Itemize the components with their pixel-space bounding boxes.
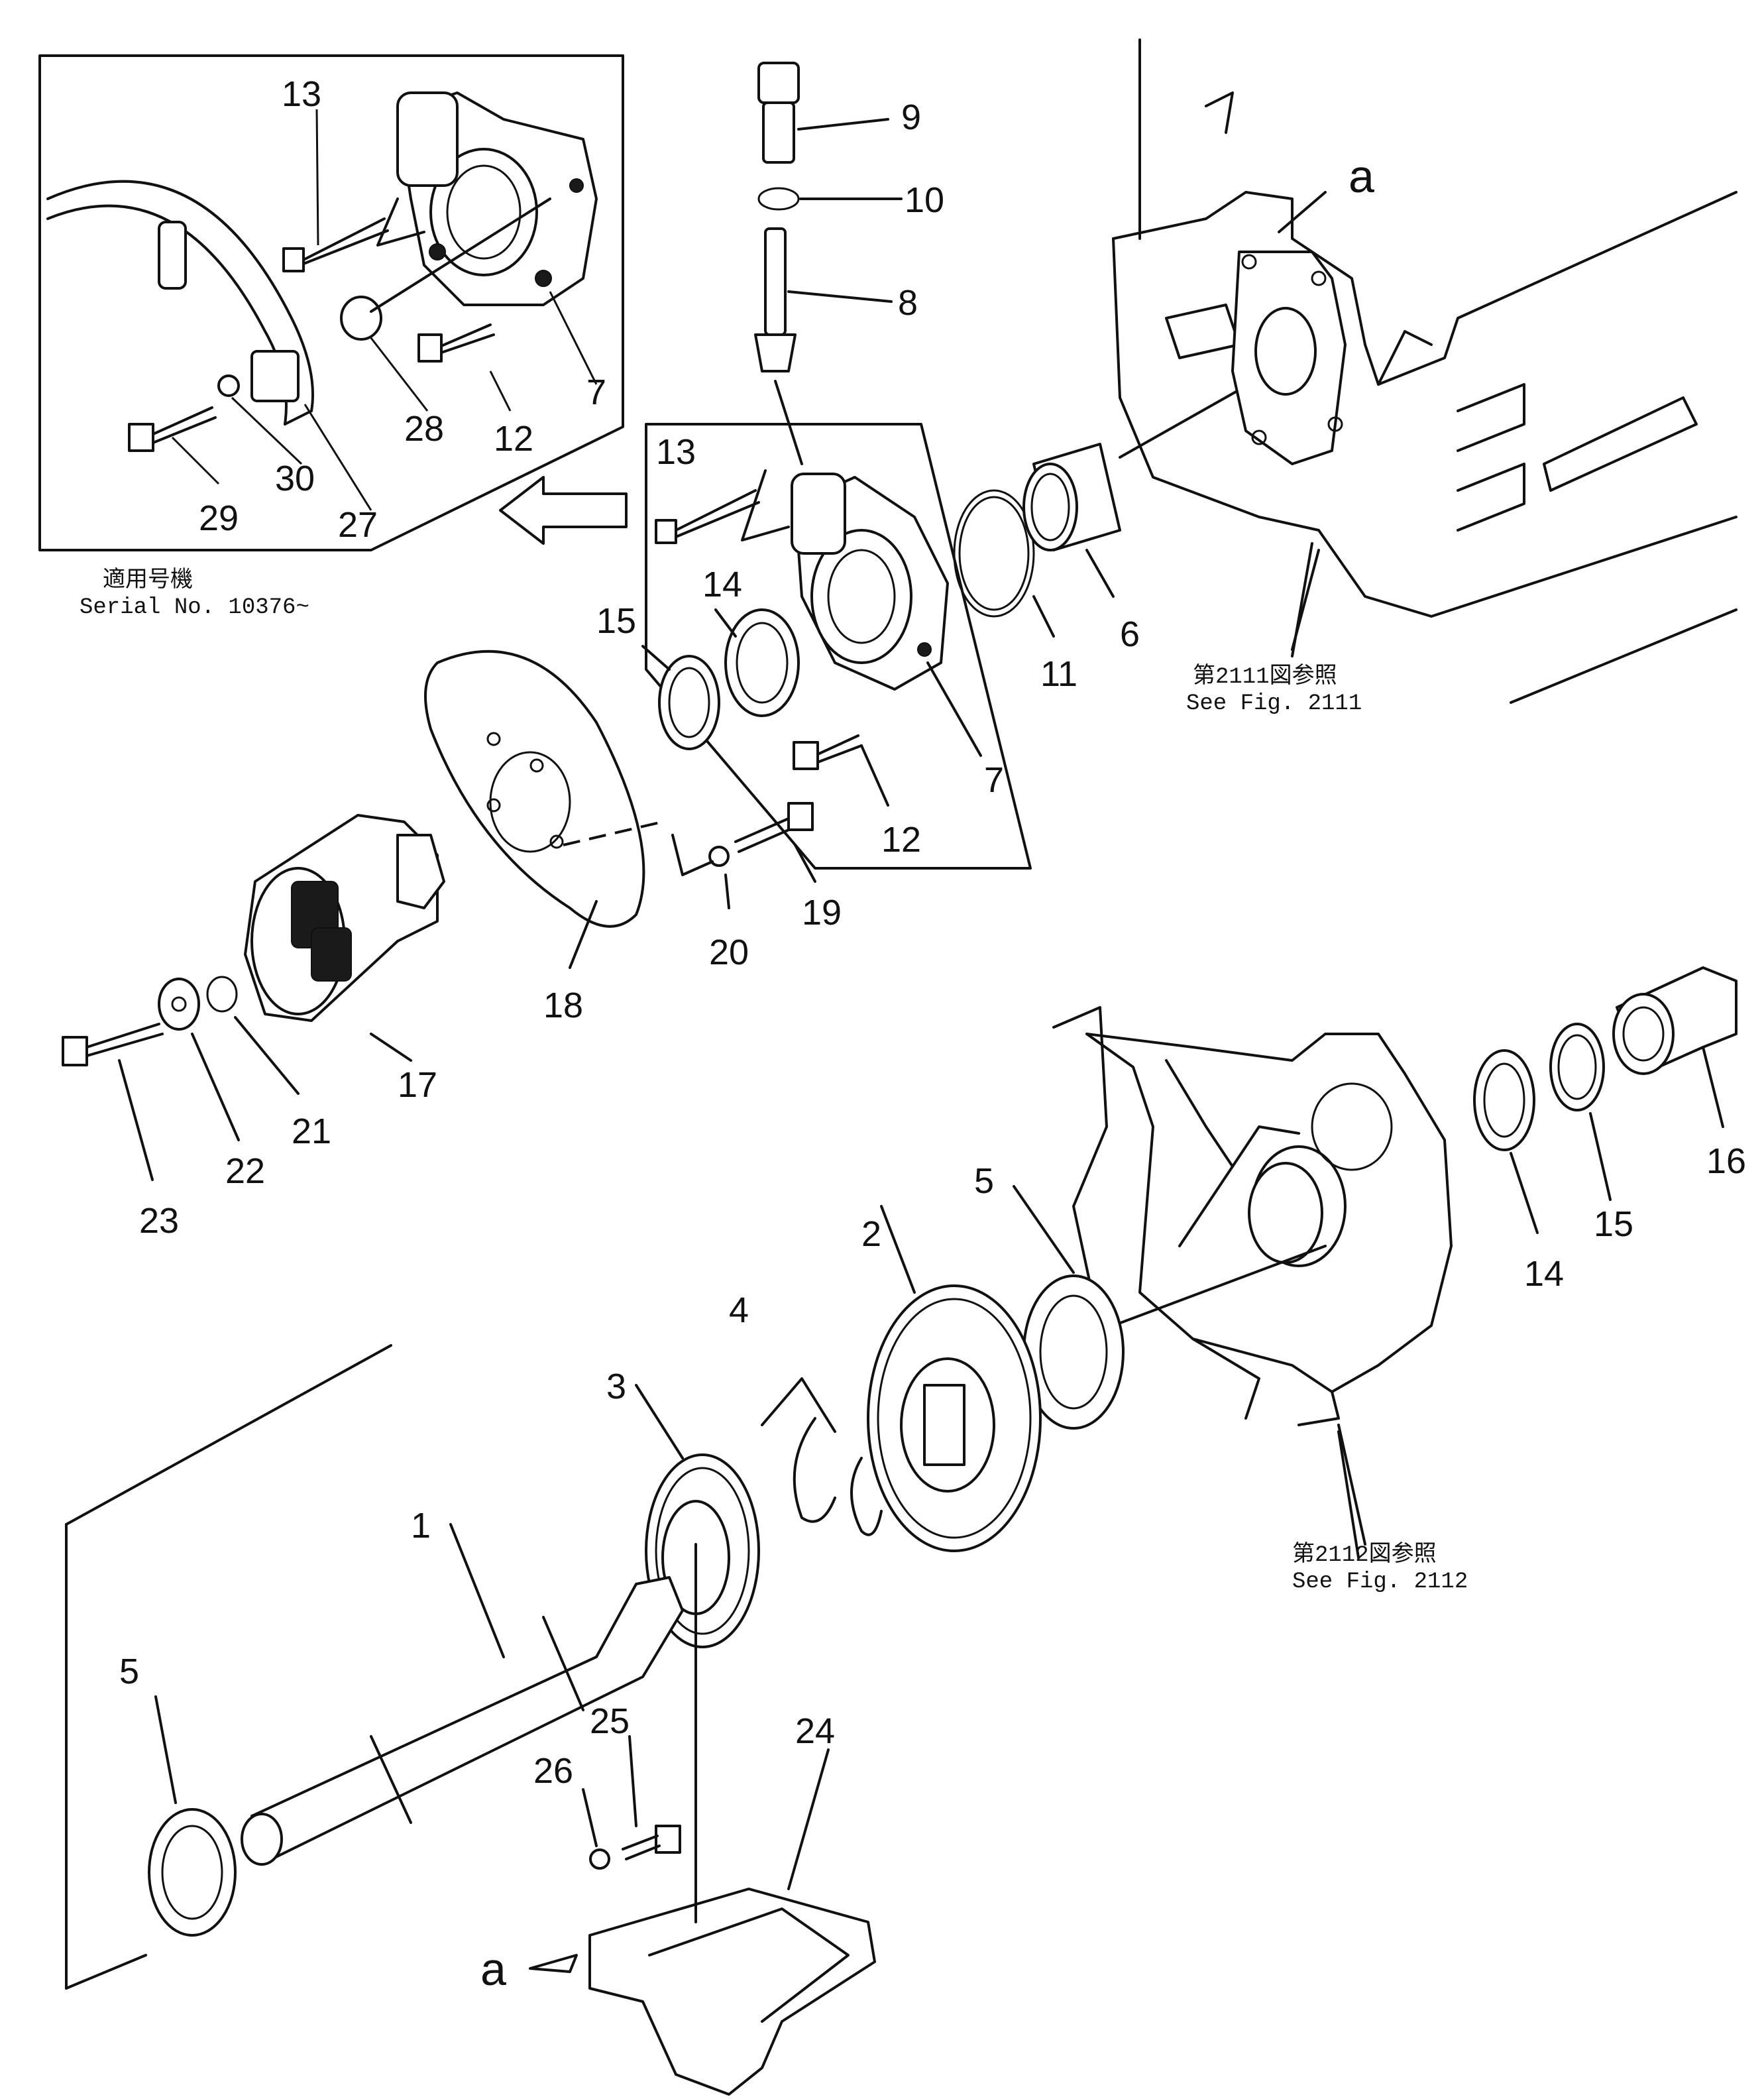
label-7: 7 [984,760,1004,800]
label-13: 13 [656,432,696,472]
fig2111-note-jp: 第2111図参照 [1193,663,1337,690]
brake-disc [424,650,663,969]
inset-detail-box [38,54,624,551]
end-fasteners [62,976,300,1181]
serial-note-jp: 適用号機 [103,567,193,594]
support-bracket [529,1543,876,2096]
label-13-inset: 13 [282,74,321,114]
label-22: 22 [225,1151,265,1191]
label-11: 11 [1040,654,1077,694]
label-21: 21 [292,1111,331,1151]
label-14-lower: 14 [1524,1254,1564,1294]
label-26: 26 [533,1751,573,1791]
transmission-case-upper [1112,38,1737,704]
label-2: 2 [861,1214,881,1254]
label-23: 23 [139,1201,179,1241]
label-9: 9 [901,97,921,137]
main-shaft [65,1344,684,1990]
serial-note-en: Serial No. 10376~ [80,595,309,620]
label-28: 28 [404,409,444,449]
label-16: 16 [1706,1141,1746,1181]
label-3: 3 [606,1367,626,1406]
part-number-labels: 13 7 28 12 30 29 27 9 10 8 13 6 11 14 15… [119,74,1746,1791]
fig-2111-arrow [1291,542,1313,657]
label-14-upper: 14 [702,565,742,604]
label-18: 18 [543,986,583,1025]
lower-right-parts [1473,966,1737,1234]
label-27: 27 [338,505,378,545]
label-25: 25 [590,1701,630,1741]
bracket-tab [158,221,187,290]
marker-a-top: a [1349,150,1374,202]
marker-a-bottom: a [480,1943,506,1995]
label-1: 1 [411,1506,431,1546]
coupling-flange [244,814,445,1062]
transmission-case-lower [1052,1006,1453,1559]
fig2112-note-jp: 第2112図参照 [1292,1541,1437,1568]
label-5-lower: 5 [119,1652,139,1691]
label-15-lower: 15 [1594,1204,1633,1244]
label-10: 10 [905,180,944,220]
fig2111-note-en: See Fig. 2111 [1186,691,1362,716]
label-15-upper: 15 [596,601,636,641]
gear-assembly [761,1185,1125,1552]
label-24: 24 [795,1711,835,1751]
label-7-inset: 7 [586,372,606,412]
label-29: 29 [199,498,239,538]
bolt-13-inset [282,198,425,272]
label-12: 12 [881,820,921,860]
label-8: 8 [898,283,918,323]
drive-housing-assembly [645,62,1274,909]
label-6: 6 [1120,614,1140,654]
gear-3 [635,1384,760,1648]
upper-bearings [641,608,800,750]
label-30: 30 [275,459,315,498]
label-12-inset: 12 [494,419,533,459]
label-19: 19 [802,893,842,933]
fig2112-note-en: See Fig. 2112 [1292,1569,1468,1595]
label-5-upper: 5 [974,1161,994,1201]
label-20: 20 [709,933,749,972]
label-4: 4 [729,1290,749,1330]
fig-2112-arrow [1337,1424,1366,1546]
inset-pointer-arrow [499,476,628,545]
label-17: 17 [398,1065,437,1105]
